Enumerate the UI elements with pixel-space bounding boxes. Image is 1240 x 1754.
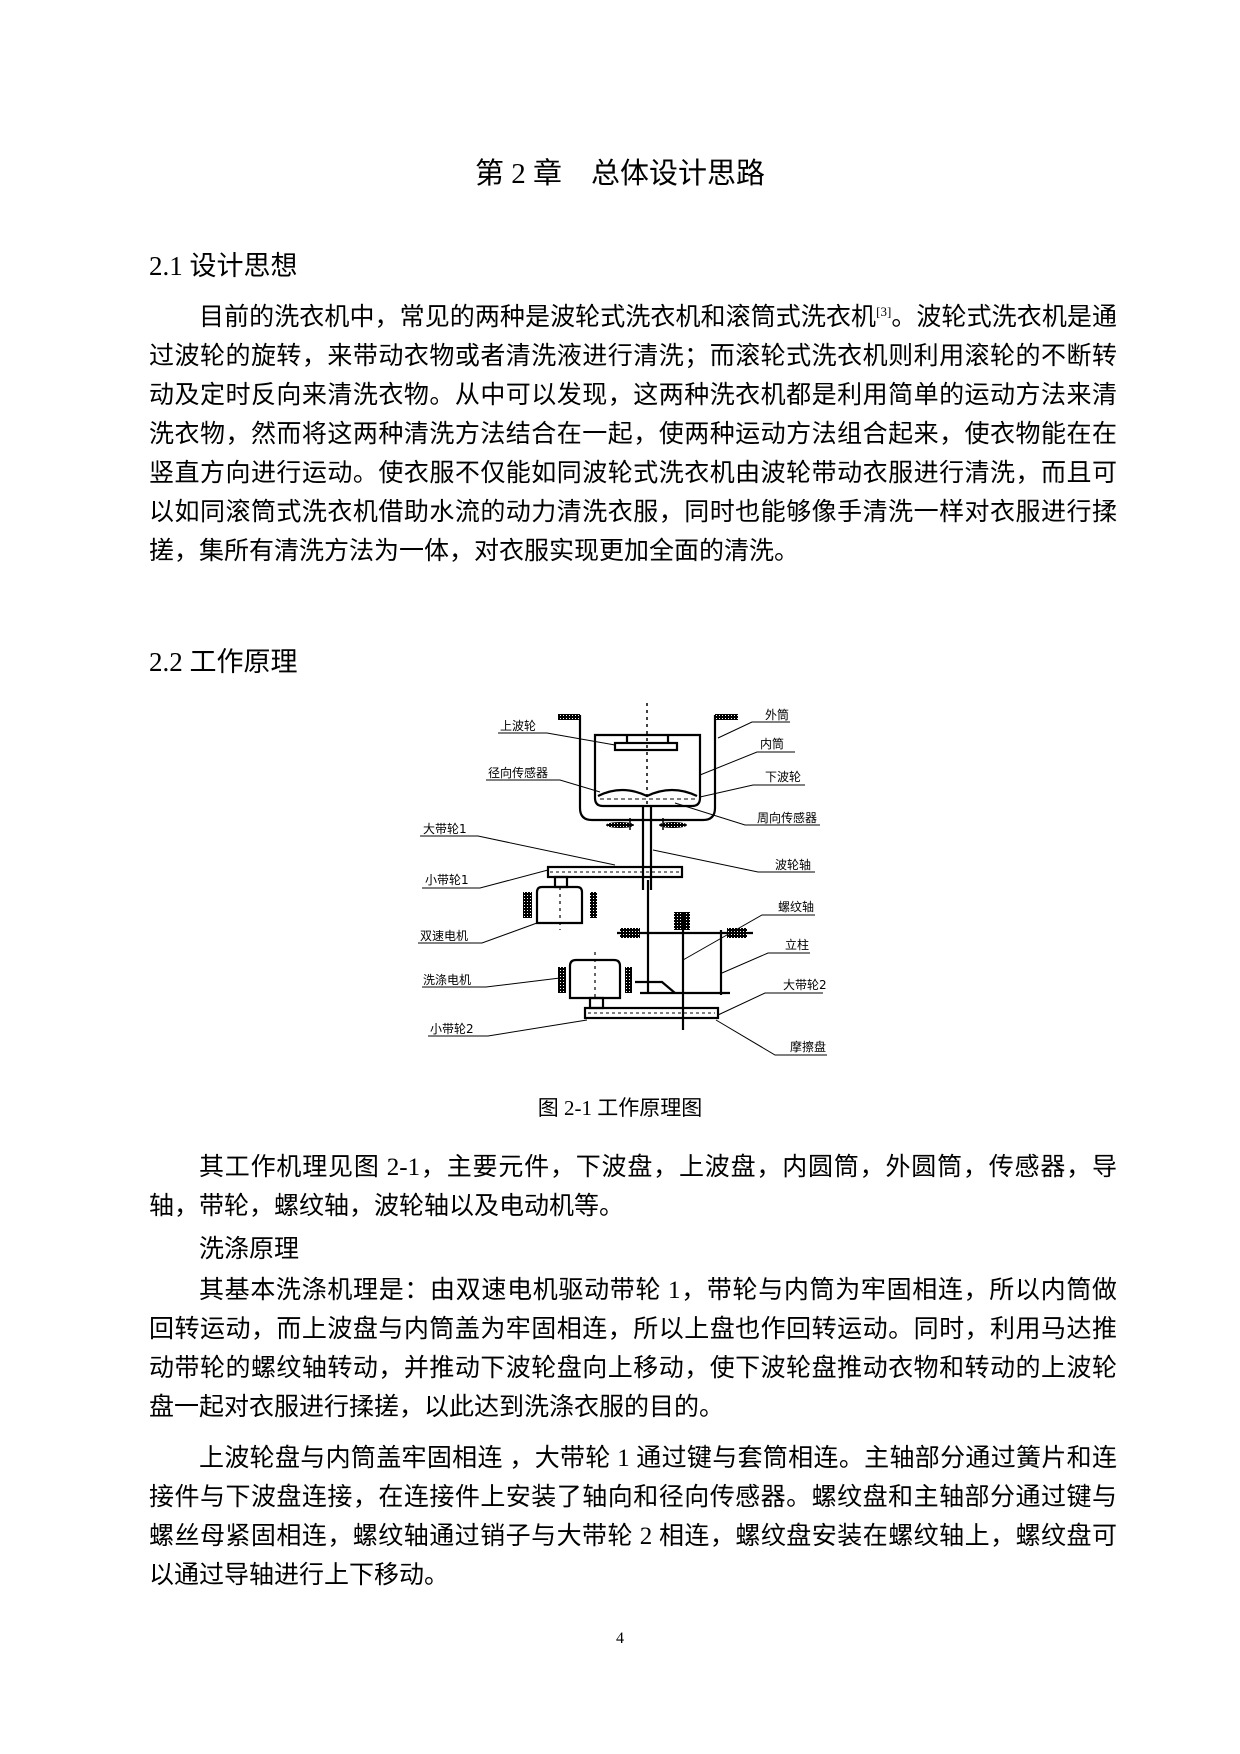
washing-motor <box>568 958 622 1000</box>
dual-speed-motor <box>535 885 584 925</box>
leader-lines <box>418 721 827 1056</box>
belt-2 <box>583 1006 720 1020</box>
inner-tub <box>593 733 702 808</box>
mechanism-paragraph: 其工作机理见图 2-1，主要元件，下波盘，上波盘，内圆筒，外圆筒，传感器，导轴，… <box>149 1154 1117 1220</box>
working-principle-diagram: 上波轮 径向传感器 大带轮1 小带轮1 双速电机 洗涤电机 小带轮2 外筒 内筒… <box>418 703 827 1056</box>
design-idea-paragraph: 目前的洗衣机中，常见的两种是波轮式洗衣机和滚筒式洗衣机[3]。波轮式洗衣机是通过… <box>149 298 1117 571</box>
label-dual-speed-motor: 双速电机 <box>420 929 468 943</box>
section-heading-2-1: 2.1 设计思想 <box>149 251 298 281</box>
label-impeller-shaft: 波轮轴 <box>775 857 811 872</box>
label-screw-shaft: 螺纹轴 <box>778 899 814 914</box>
label-column: 立柱 <box>785 937 809 952</box>
paragraph-text: 。波轮式洗衣机是通过波轮的旋转，来带动衣物或者清洗液进行清洗；而滚轮式洗衣机则利… <box>149 304 1117 565</box>
paragraph-text: 目前的洗衣机中，常见的两种是波轮式洗衣机和滚筒式洗衣机 <box>199 304 877 331</box>
figure-caption: 图 2-1 工作原理图 <box>537 1096 703 1120</box>
outer-tub <box>578 715 717 822</box>
chapter-title: 第 2 章 总体设计思路 <box>474 158 765 190</box>
washing-principle-paragraph: 其基本洗涤机理是：由双速电机驱动带轮 1，带轮与内筒为牢固相连，所以内筒做回转运… <box>149 1277 1117 1421</box>
belt-1 <box>546 865 684 879</box>
citation-ref: [3] <box>876 304 892 319</box>
label-upper-impeller: 上波轮 <box>500 719 536 733</box>
label-inner-tub: 内筒 <box>760 736 784 751</box>
label-circumferential-sensor: 周向传感器 <box>757 810 817 825</box>
structure-paragraph: 上波轮盘与内筒盖牢固相连 ，大带轮 1 通过键与套筒相连。主轴部分通过簧片和连接… <box>149 1445 1117 1589</box>
machine-drawing <box>523 703 753 1030</box>
label-radial-sensor: 径向传感器 <box>488 765 548 780</box>
label-washing-motor: 洗涤电机 <box>423 973 471 987</box>
label-small-pulley-1: 小带轮1 <box>425 873 469 887</box>
label-large-pulley-1: 大带轮1 <box>423 822 467 836</box>
washing-principle-subheading: 洗涤原理 <box>199 1236 300 1263</box>
upper-impeller <box>613 741 679 752</box>
section-heading-2-2: 2.2 工作原理 <box>149 647 298 677</box>
label-large-pulley-2: 大带轮2 <box>783 978 827 992</box>
label-friction-disc: 摩擦盘 <box>790 1039 826 1054</box>
label-outer-tub: 外筒 <box>765 707 789 722</box>
page-number: 4 <box>616 1630 624 1647</box>
label-lower-impeller: 下波轮 <box>765 770 801 784</box>
label-small-pulley-2: 小带轮2 <box>430 1022 474 1036</box>
lower-impeller <box>597 788 698 798</box>
